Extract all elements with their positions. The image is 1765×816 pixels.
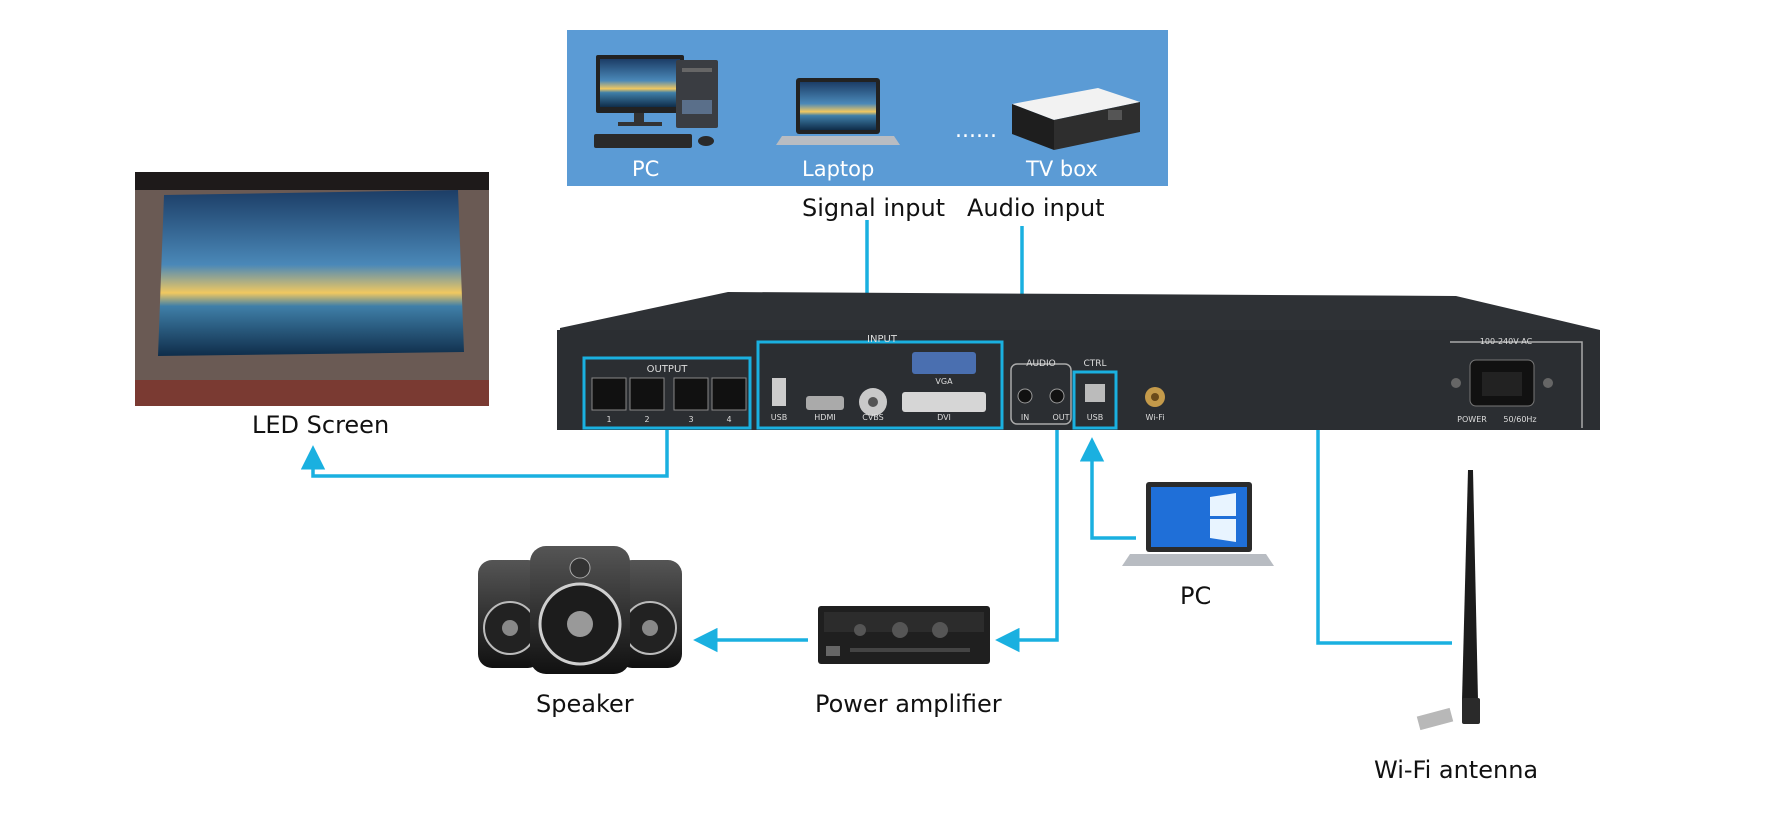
dvi-port-icon [902, 392, 986, 412]
port-number-2: 2 [644, 415, 649, 424]
wifi-antenna-label: Wi-Fi antenna [1374, 756, 1539, 784]
ctrl-label: CTRL [1083, 359, 1106, 369]
audio-label: AUDIO [1026, 359, 1055, 369]
laptop-icon [776, 78, 900, 145]
vga-port-icon [912, 352, 976, 374]
voltage-label: 100-240V AC [1480, 337, 1533, 346]
freq-label: 50/60Hz [1503, 415, 1536, 424]
hdmi-port-icon [806, 396, 844, 410]
speaker-icon [478, 546, 682, 674]
led-screen-label: LED Screen [252, 411, 390, 439]
audio-in-jack [1017, 388, 1033, 404]
led-output-line [300, 430, 669, 478]
speaker-label: Speaker [536, 690, 634, 718]
wifi-label: Wi-Fi [1145, 413, 1164, 422]
pc-ctrl-line [1079, 437, 1136, 540]
power-amplifier-label: Power amplifier [815, 690, 1002, 718]
vga-label: VGA [935, 377, 953, 386]
sources-ellipsis: ...... [955, 118, 997, 143]
audio-out-label: OUT [1052, 413, 1069, 422]
desktop-pc-icon [594, 55, 718, 148]
port-number-4: 4 [726, 415, 731, 424]
port-number-3: 3 [688, 415, 693, 424]
source-label-tv-box: TV box [1026, 157, 1098, 181]
pc-laptop-icon [1122, 482, 1274, 566]
source-panel: ...... [567, 30, 1168, 186]
input-port-box [756, 340, 1004, 430]
dvi-label: DVI [937, 413, 951, 422]
source-label-pc: PC [632, 157, 660, 181]
audio-port-box [1010, 363, 1072, 425]
audio-out-line [995, 396, 1059, 653]
ctrl-usb-port-icon [1085, 384, 1105, 402]
usb-label: USB [771, 413, 787, 422]
power-label: POWER [1457, 415, 1487, 424]
source-label-laptop: Laptop [802, 157, 875, 181]
ctrl-usb-label: USB [1087, 413, 1103, 422]
tv-box-icon [1012, 88, 1140, 150]
port-number-1: 1 [606, 415, 611, 424]
audio-in-label: IN [1021, 413, 1029, 422]
led-screen-photo [135, 172, 489, 406]
output-label: OUTPUT [647, 364, 689, 375]
usb-port-icon [772, 378, 786, 406]
audio-input-label: Audio input [967, 194, 1105, 222]
ctrl-port-box [1072, 370, 1118, 430]
cvbs-label: CVBS [862, 413, 883, 422]
pc-label: PC [1180, 582, 1212, 610]
ethernet-ports: 1 2 3 4 [591, 377, 747, 424]
wifi-antenna-icon [1416, 470, 1480, 731]
controller-device: OUTPUT 1 2 3 4 INPUT USB HDMI CVBS VGA D… [557, 292, 1600, 430]
input-label: INPUT [867, 334, 898, 345]
hdmi-label: HDMI [814, 413, 835, 422]
output-port-box [582, 356, 752, 430]
signal-input-label: Signal input [802, 194, 946, 222]
power-amplifier-icon [818, 606, 990, 664]
audio-out-jack [1049, 388, 1065, 404]
